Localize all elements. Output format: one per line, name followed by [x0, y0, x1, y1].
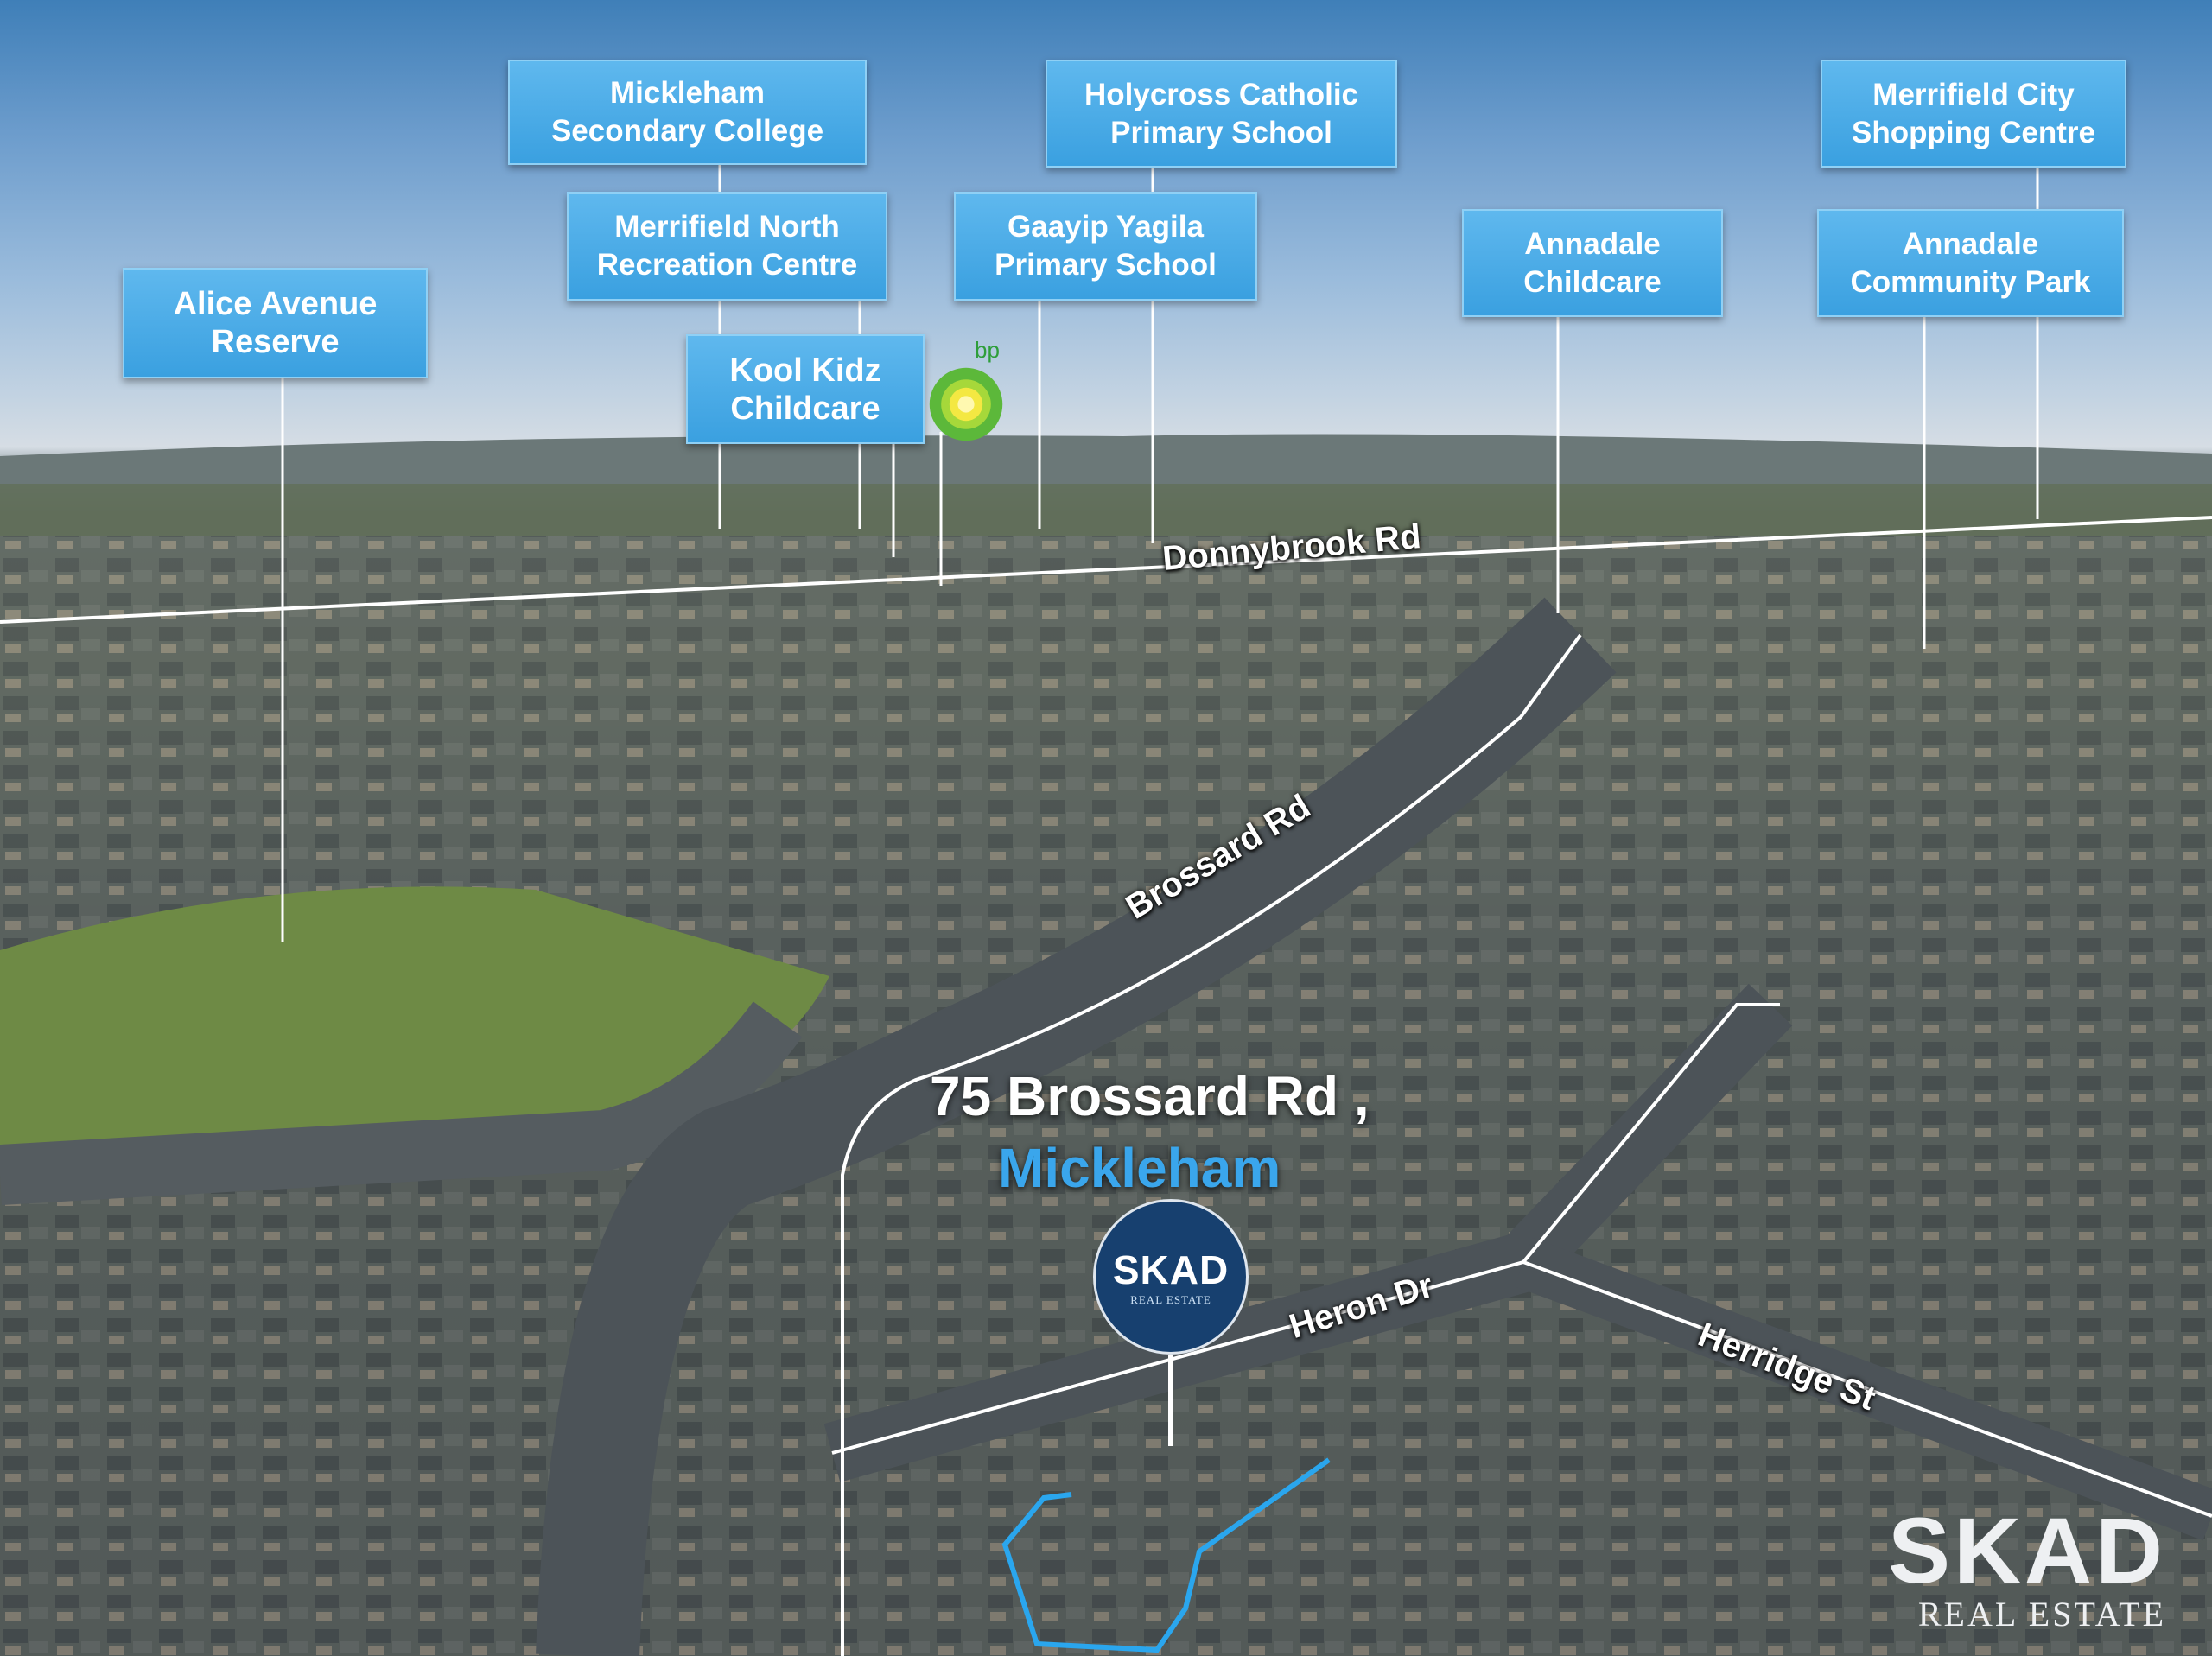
poi-annadale-childcare: Annadale Childcare [1462, 209, 1723, 317]
bp-logo-icon [929, 367, 1003, 441]
skad-marker-tagline: REAL ESTATE [1130, 1293, 1211, 1306]
poi-merrifield-city-shopping-centre: Merrifield City Shopping Centre [1821, 60, 2126, 168]
property-address: 75 Brossard Rd , [930, 1065, 1370, 1127]
bp-logo-text: bp [975, 337, 1000, 363]
skad-watermark-logo: SKAD REAL ESTATE [1888, 1498, 2167, 1634]
alice-avenue-park [0, 886, 830, 1175]
property-boundary-outline [1001, 1457, 1331, 1653]
poi-merrifield-north-recreation-centre: Merrifield North Recreation Centre [567, 192, 887, 301]
brossard-road-surface [536, 597, 1617, 1656]
poi-gaayip-yagila-primary-school: Gaayip Yagila Primary School [954, 192, 1257, 301]
watermark-tagline: REAL ESTATE [1917, 1595, 2167, 1634]
distant-hills [0, 434, 2212, 484]
property-suburb: Mickleham [998, 1137, 1281, 1199]
skad-property-marker: SKAD REAL ESTATE [1093, 1199, 1249, 1355]
poi-mickleham-secondary-college: Mickleham Secondary College [508, 60, 867, 165]
watermark-brand-name: SKAD [1888, 1498, 2167, 1602]
poi-kool-kidz-childcare: Kool Kidz Childcare [686, 334, 925, 444]
poi-pointer-lines [281, 165, 2039, 942]
heron-dr-line [831, 1003, 1780, 1455]
herridge-st-line [1522, 1260, 2212, 1518]
poi-alice-avenue-reserve: Alice Avenue Reserve [123, 268, 428, 378]
poi-holycross-catholic-primary-school: Holycross Catholic Primary School [1046, 60, 1397, 168]
brossard-rd-line [841, 633, 1582, 1656]
poi-annadale-community-park: Annadale Community Park [1817, 209, 2124, 317]
skad-marker-logo: SKAD [1112, 1247, 1230, 1292]
donnybrook-rd-line [0, 516, 2212, 624]
